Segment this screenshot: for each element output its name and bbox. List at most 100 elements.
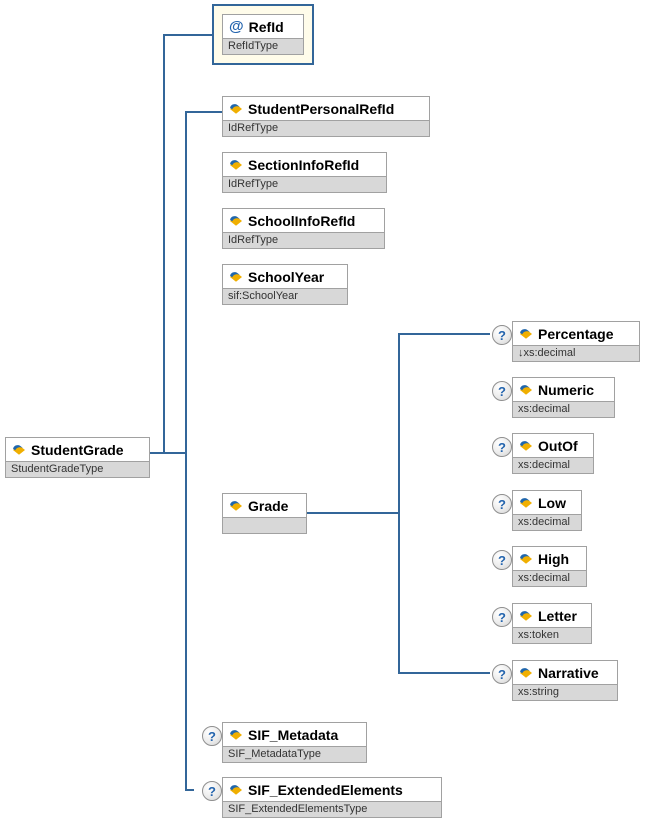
element-icon: [229, 271, 243, 282]
optional-indicator: ?: [492, 325, 512, 345]
node-label-row: @RefId: [223, 15, 303, 38]
connector-line: [305, 512, 400, 514]
node-type: IdRefType: [223, 232, 384, 248]
node-type: RefIdType: [223, 38, 303, 54]
element-icon: [519, 553, 533, 564]
node-outof[interactable]: OutOf xs:decimal?: [492, 433, 594, 474]
node-percentage[interactable]: Percentage ↓xs:decimal?: [492, 321, 640, 362]
node-low[interactable]: Low xs:decimal?: [492, 490, 582, 531]
node-type: IdRefType: [223, 120, 429, 136]
optional-indicator: ?: [492, 381, 512, 401]
connector-line: [398, 333, 400, 674]
node-type: xs:decimal: [513, 514, 581, 530]
node-label-row: SchoolYear: [223, 265, 347, 288]
optional-indicator: ?: [492, 550, 512, 570]
element-icon: [519, 328, 533, 339]
optional-indicator: ?: [492, 437, 512, 457]
element-icon: [229, 215, 243, 226]
connector-line: [185, 789, 194, 791]
element-icon: [519, 440, 533, 451]
connector-line: [185, 111, 187, 791]
node-name: RefId: [248, 18, 284, 35]
connector-line: [398, 333, 490, 335]
node-label-row: Grade: [223, 494, 306, 517]
node-name: Percentage: [538, 325, 614, 342]
node-type: xs:decimal: [513, 457, 593, 473]
element-icon: [229, 500, 243, 511]
optional-indicator: ?: [492, 664, 512, 684]
optional-indicator: ?: [492, 494, 512, 514]
node-name: SectionInfoRefId: [248, 156, 360, 173]
node-grade[interactable]: Grade: [222, 493, 307, 534]
node-schoolyear[interactable]: SchoolYear sif:SchoolYear: [222, 264, 348, 305]
node-label-row: StudentGrade: [6, 438, 149, 461]
element-icon: [229, 729, 243, 740]
node-name: Numeric: [538, 381, 595, 398]
node-type: xs:decimal: [513, 401, 614, 417]
node-label-row: SchoolInfoRefId: [223, 209, 384, 232]
node-name: SIF_Metadata: [248, 726, 339, 743]
element-icon: [229, 784, 243, 795]
optional-indicator: ?: [202, 781, 222, 801]
node-name: High: [538, 550, 570, 567]
node-label-row: High: [513, 547, 586, 570]
node-label-row: Letter: [513, 604, 591, 627]
node-label-row: StudentPersonalRefId: [223, 97, 429, 120]
node-name: Narrative: [538, 664, 599, 681]
connector-line: [147, 452, 187, 454]
node-type: ↓xs:decimal: [513, 345, 639, 361]
node-name: StudentPersonalRefId: [248, 100, 395, 117]
node-type: SIF_ExtendedElementsType: [223, 801, 441, 817]
optional-indicator: ?: [202, 726, 222, 746]
node-label-row: Percentage: [513, 322, 639, 345]
connector-line: [398, 672, 490, 674]
node-type: xs:string: [513, 684, 617, 700]
node-label-row: SectionInfoRefId: [223, 153, 386, 176]
node-name: OutOf: [538, 437, 578, 454]
element-icon: [12, 444, 26, 455]
node-name: StudentGrade: [31, 441, 124, 458]
node-label-row: Narrative: [513, 661, 617, 684]
node-numeric[interactable]: Numeric xs:decimal?: [492, 377, 615, 418]
connector-line: [185, 111, 223, 113]
optional-indicator: ?: [492, 607, 512, 627]
node-label-row: Numeric: [513, 378, 614, 401]
node-label-row: SIF_ExtendedElements: [223, 778, 441, 801]
element-icon: [519, 667, 533, 678]
attribute-icon: @: [229, 17, 244, 35]
node-letter[interactable]: Letter xs:token?: [492, 603, 592, 644]
connector-line: [163, 34, 213, 36]
node-label-row: OutOf: [513, 434, 593, 457]
element-icon: [229, 103, 243, 114]
node-type: StudentGradeType: [6, 461, 149, 477]
node-type: IdRefType: [223, 176, 386, 192]
node-name: SIF_ExtendedElements: [248, 781, 403, 798]
node-name: Letter: [538, 607, 577, 624]
node-type: SIF_MetadataType: [223, 746, 366, 762]
node-label-row: Low: [513, 491, 581, 514]
element-icon: [519, 497, 533, 508]
node-type: xs:token: [513, 627, 591, 643]
node-type: sif:SchoolYear: [223, 288, 347, 304]
node-name: Low: [538, 494, 566, 511]
node-name: SchoolInfoRefId: [248, 212, 356, 229]
element-icon: [229, 159, 243, 170]
element-icon: [519, 384, 533, 395]
node-name: Grade: [248, 497, 289, 514]
node-type: [223, 517, 306, 533]
element-icon: [519, 610, 533, 621]
node-name: SchoolYear: [248, 268, 325, 285]
connector-line: [163, 34, 165, 454]
node-label-row: SIF_Metadata: [223, 723, 366, 746]
node-narrative[interactable]: Narrative xs:string?: [492, 660, 618, 701]
